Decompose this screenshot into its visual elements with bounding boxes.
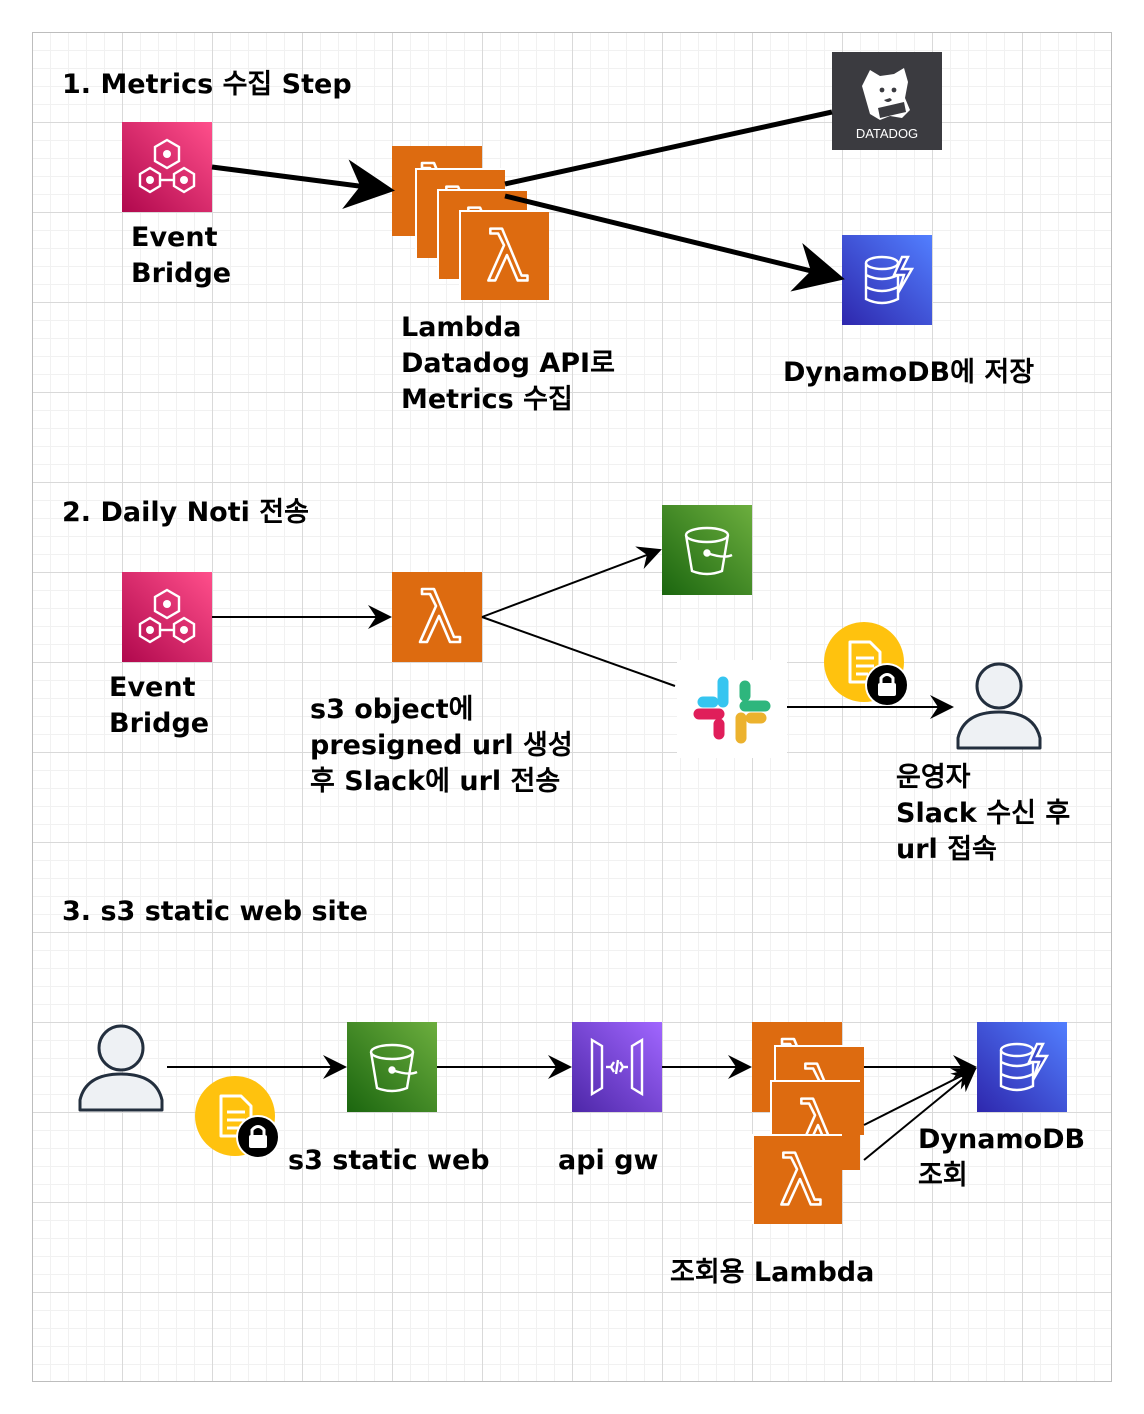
label-line: s3 object에 <box>310 694 474 725</box>
lambda-icon <box>752 1134 842 1224</box>
section-2-lambda-label: s3 object에 presigned url 생성 후 Slack에 url… <box>310 692 573 800</box>
user-icon <box>954 660 1044 750</box>
label-line: 조회 <box>918 1160 968 1191</box>
connector-lambda-to-datadog <box>504 109 833 187</box>
label-line: Slack 수신 후 <box>896 798 1071 829</box>
eventbridge-icon <box>122 572 212 662</box>
section-2-heading: 2. Daily Noti 전송 <box>62 497 309 528</box>
section-3-dynamodb-label: DynamoDB 조회 <box>918 1122 1085 1194</box>
label-line: presigned url 생성 <box>310 730 573 761</box>
label-line: url 접속 <box>896 834 997 865</box>
dynamodb-icon <box>842 235 932 325</box>
section-1-lambda-label: Lambda Datadog API로 Metrics 수집 <box>401 310 615 418</box>
label-line: Event <box>109 672 196 703</box>
label-line: Event <box>131 222 218 253</box>
api-gw-label: api gw <box>558 1145 659 1176</box>
dynamodb-icon <box>977 1022 1067 1112</box>
arrow-lambda-to-s3 <box>481 546 662 618</box>
arrow-lambda-to-dynamodb <box>863 1067 977 1161</box>
slack-logo <box>677 660 787 758</box>
s3-bucket-icon <box>347 1022 437 1112</box>
datadog-logo-text: DATADOG <box>856 126 918 141</box>
user-icon <box>76 1022 166 1112</box>
label-line: Bridge <box>109 708 210 739</box>
section-2-eventbridge-label: Event Bridge <box>109 670 209 742</box>
connector-lambda-to-slack <box>481 616 676 687</box>
label-line: Datadog API로 <box>401 348 615 379</box>
label-line: 운영자 <box>896 762 971 793</box>
section-2-operator-label: 운영자 Slack 수신 후 url 접속 <box>896 760 1070 868</box>
arrow-lambda-to-dynamodb <box>504 193 845 292</box>
s3-static-web-label: s3 static web <box>288 1145 490 1176</box>
section-1-eventbridge-label: Event Bridge <box>131 220 231 292</box>
eventbridge-icon <box>122 122 212 212</box>
api-gateway-icon <box>572 1022 662 1112</box>
section-1-heading: 1. Metrics 수집 Step <box>62 69 352 100</box>
lookup-lambda-label: 조회용 Lambda <box>670 1257 875 1288</box>
section-1-dynamodb-label: DynamoDB에 저장 <box>783 357 1035 388</box>
datadog-logo: DATADOG <box>832 52 942 150</box>
label-line: Bridge <box>131 258 232 289</box>
section-3-heading: 3. s3 static web site <box>62 896 368 927</box>
label-line: 후 Slack에 url 전송 <box>310 766 561 797</box>
arrow-eventbridge-to-lambda <box>211 159 395 210</box>
lock-icon <box>235 1114 281 1160</box>
lambda-icon <box>392 572 482 662</box>
s3-bucket-icon <box>662 505 752 595</box>
lambda-icon <box>459 210 549 300</box>
label-line: Metrics 수집 <box>401 384 573 415</box>
label-line: Lambda <box>401 312 522 343</box>
label-line: DynamoDB <box>918 1124 1086 1155</box>
arrow-lambda-to-dynamodb <box>863 1068 977 1126</box>
